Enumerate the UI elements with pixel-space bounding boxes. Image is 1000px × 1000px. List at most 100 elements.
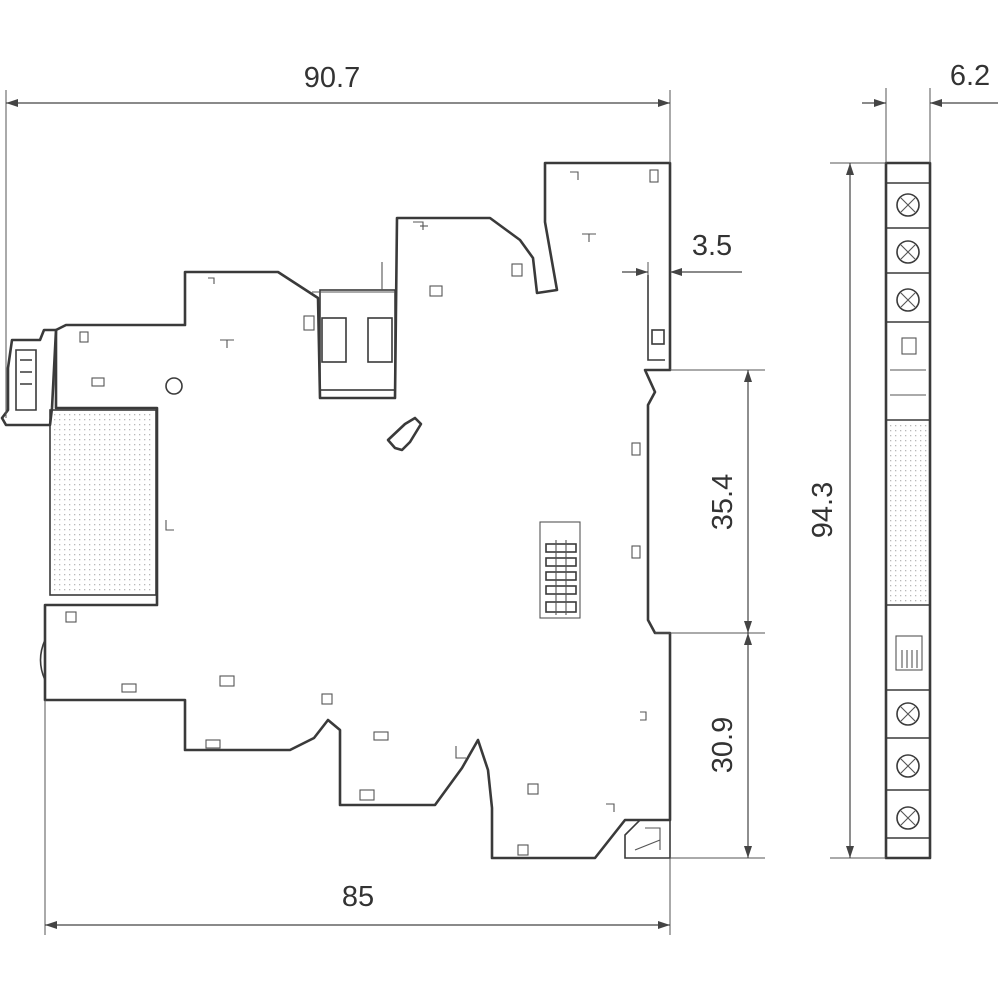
texture-dot: [74, 479, 76, 481]
texture-dot: [920, 480, 922, 482]
texture-dot: [59, 524, 61, 526]
texture-dot: [84, 449, 86, 451]
texture-dot: [124, 539, 126, 541]
texture-dot: [114, 429, 116, 431]
texture-dot: [79, 569, 81, 571]
texture-dot: [129, 589, 131, 591]
texture-dot: [69, 494, 71, 496]
texture-dot: [84, 459, 86, 461]
texture-dot: [910, 550, 912, 552]
texture-dot: [890, 510, 892, 512]
texture-dot: [915, 590, 917, 592]
texture-dot: [910, 575, 912, 577]
texture-dot: [84, 539, 86, 541]
texture-dot: [69, 534, 71, 536]
texture-dot: [900, 530, 902, 532]
texture-dot: [119, 484, 121, 486]
texture-dot: [84, 534, 86, 536]
texture-dot: [54, 579, 56, 581]
texture-dot: [64, 519, 66, 521]
texture-dot: [104, 494, 106, 496]
texture-dot: [114, 559, 116, 561]
texture-dot: [69, 514, 71, 516]
texture-dot: [905, 545, 907, 547]
texture-dot: [104, 534, 106, 536]
texture-dot: [915, 580, 917, 582]
texture-dot: [134, 439, 136, 441]
texture-dot: [149, 439, 151, 441]
texture-dot: [59, 514, 61, 516]
texture-dot: [915, 490, 917, 492]
texture-dot: [139, 549, 141, 551]
texture-dot: [69, 554, 71, 556]
texture-dot: [89, 424, 91, 426]
texture-dot: [139, 414, 141, 416]
texture-dot: [79, 514, 81, 516]
texture-dot: [149, 489, 151, 491]
texture-dot: [905, 445, 907, 447]
texture-dot: [69, 449, 71, 451]
texture-dot: [910, 545, 912, 547]
texture-dot: [59, 474, 61, 476]
texture-dot: [114, 584, 116, 586]
texture-dot: [895, 455, 897, 457]
texture-dot: [99, 464, 101, 466]
texture-dot: [119, 444, 121, 446]
texture-dot: [124, 584, 126, 586]
texture-dot: [134, 549, 136, 551]
texture-dot: [925, 465, 927, 467]
texture-dot: [119, 579, 121, 581]
texture-dot: [895, 505, 897, 507]
texture-dot: [920, 585, 922, 587]
texture-dot: [54, 429, 56, 431]
texture-dot: [920, 560, 922, 562]
texture-dot: [900, 440, 902, 442]
texture-dot: [104, 564, 106, 566]
texture-dot: [79, 479, 81, 481]
texture-dot: [119, 519, 121, 521]
texture-dot: [149, 584, 151, 586]
texture-dot: [69, 459, 71, 461]
texture-dot: [925, 550, 927, 552]
texture-dot: [129, 519, 131, 521]
texture-dot: [144, 574, 146, 576]
texture-dot: [84, 509, 86, 511]
front-label-area: [49, 409, 157, 596]
texture-dot: [89, 514, 91, 516]
texture-dot: [89, 539, 91, 541]
texture-dot: [925, 555, 927, 557]
texture-dot: [900, 520, 902, 522]
texture-dot: [89, 484, 91, 486]
texture-dot: [94, 444, 96, 446]
texture-dot: [84, 554, 86, 556]
texture-dot: [925, 495, 927, 497]
texture-dot: [144, 549, 146, 551]
texture-dot: [890, 450, 892, 452]
texture-dot: [74, 414, 76, 416]
texture-dot: [114, 504, 116, 506]
screw-terminal-1: [896, 193, 920, 217]
bottom-right-terminal: [624, 819, 671, 859]
texture-dot: [144, 584, 146, 586]
texture-dot: [104, 424, 106, 426]
texture-dot: [920, 545, 922, 547]
texture-dot: [99, 549, 101, 551]
texture-dot: [144, 484, 146, 486]
texture-dot: [915, 500, 917, 502]
texture-dot: [920, 600, 922, 602]
texture-dot: [895, 585, 897, 587]
texture-dot: [119, 514, 121, 516]
texture-dot: [124, 564, 126, 566]
texture-dot: [910, 600, 912, 602]
texture-dot: [59, 494, 61, 496]
texture-dot: [890, 490, 892, 492]
texture-dot: [89, 579, 91, 581]
texture-dot: [925, 435, 927, 437]
texture-dot: [59, 429, 61, 431]
texture-dot: [910, 595, 912, 597]
texture-dot: [99, 564, 101, 566]
texture-dot: [84, 489, 86, 491]
texture-dot: [69, 489, 71, 491]
texture-dot: [920, 470, 922, 472]
texture-dot: [99, 559, 101, 561]
